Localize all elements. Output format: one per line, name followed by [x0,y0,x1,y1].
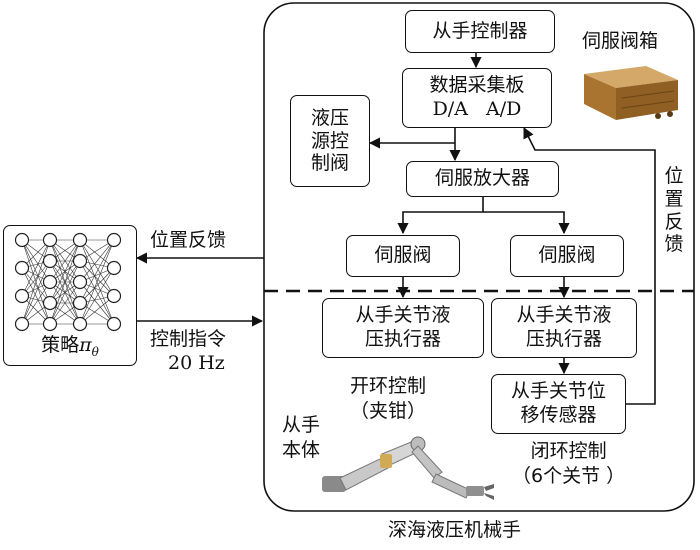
feedback-loop-line [523,126,656,405]
nn-node [106,260,122,276]
nn-connection [79,239,115,269]
nn-node [42,274,58,290]
nn-connection [79,281,115,325]
nn-node [72,253,88,269]
nn-connection [49,239,81,304]
servo-valve-box-image [584,66,678,120]
daq-board-box: 数据采集板 D/A A/D [402,68,552,128]
daq-board-title: 数据采集板 [429,74,525,97]
nn-node [42,316,58,332]
nn-connection [49,281,81,325]
nn-connection [21,267,51,304]
nn-connection [49,239,81,283]
policy-label: 策略πθ [41,334,99,359]
nn-node [106,288,122,304]
nn-connection [79,239,115,304]
frequency-label: 20 Hz [168,352,225,374]
nn-node [72,295,88,311]
vertical-position-feedback-label: 位 置 反 馈 [664,165,684,256]
nn-node [14,260,30,276]
nn-connection [21,260,51,325]
actuator-left-box: 从手关节液 压执行器 [322,298,484,358]
nn-connection [21,239,51,297]
nn-node [14,232,30,248]
arrow-amp-to-valve-right [483,211,570,235]
nn-connection [79,239,115,297]
nn-node [72,232,88,248]
nn-connection [21,239,51,304]
nn-connection [79,267,115,304]
nn-node [106,232,122,248]
nn-connection [21,267,51,325]
nn-connection [79,260,115,325]
daq-board-ports: D/A A/D [432,98,522,120]
nn-connection [21,239,51,325]
nn-node [72,274,88,290]
nn-node [14,316,30,332]
nn-node [106,316,122,332]
arm-body-label: 从手 本体 [282,414,321,461]
nn-connection [21,239,51,283]
nn-connection [79,260,115,297]
neural-network-icon [14,232,122,332]
nn-connection [79,267,115,325]
hydraulic-source-valve-box: 液压 源控 制阀 [290,95,370,187]
nn-connection [79,295,115,325]
nn-node [14,288,30,304]
nn-node [42,295,58,311]
nn-connection [79,239,115,283]
policy-box: 策略πθ [3,225,137,366]
actuator-right-box: 从手关节液 压执行器 [491,298,637,358]
nn-node [42,253,58,269]
nn-node [72,316,88,332]
position-sensor-box: 从手关节位 移传感器 [491,374,626,434]
closed-loop-label: 闭环控制 （6个关节 ） [512,440,626,487]
servo-amplifier-box: 伺服放大器 [406,161,559,197]
servo-valve-right-box: 伺服阀 [510,235,624,277]
servo-valve-left-box: 伺服阀 [346,235,460,277]
robot-system-boundary [263,2,695,512]
nn-connection [49,260,81,325]
nn-node [42,232,58,248]
open-loop-label: 开环控制 （夹钳） [350,375,427,422]
servo-valve-box-label: 伺服阀箱 [582,30,659,52]
master-controller-box: 从手控制器 [405,10,555,53]
arrow-amp-to-valve-left [397,196,484,235]
robot-arm-image [322,436,494,500]
nn-connection [21,260,51,297]
system-title-label: 深海液压机械手 [388,519,522,541]
nn-connection [79,239,115,325]
control-command-label: 控制指令 [150,328,227,350]
nn-connection [49,239,81,325]
position-feedback-label: 位置反馈 [150,229,227,251]
nn-connection [21,281,51,325]
